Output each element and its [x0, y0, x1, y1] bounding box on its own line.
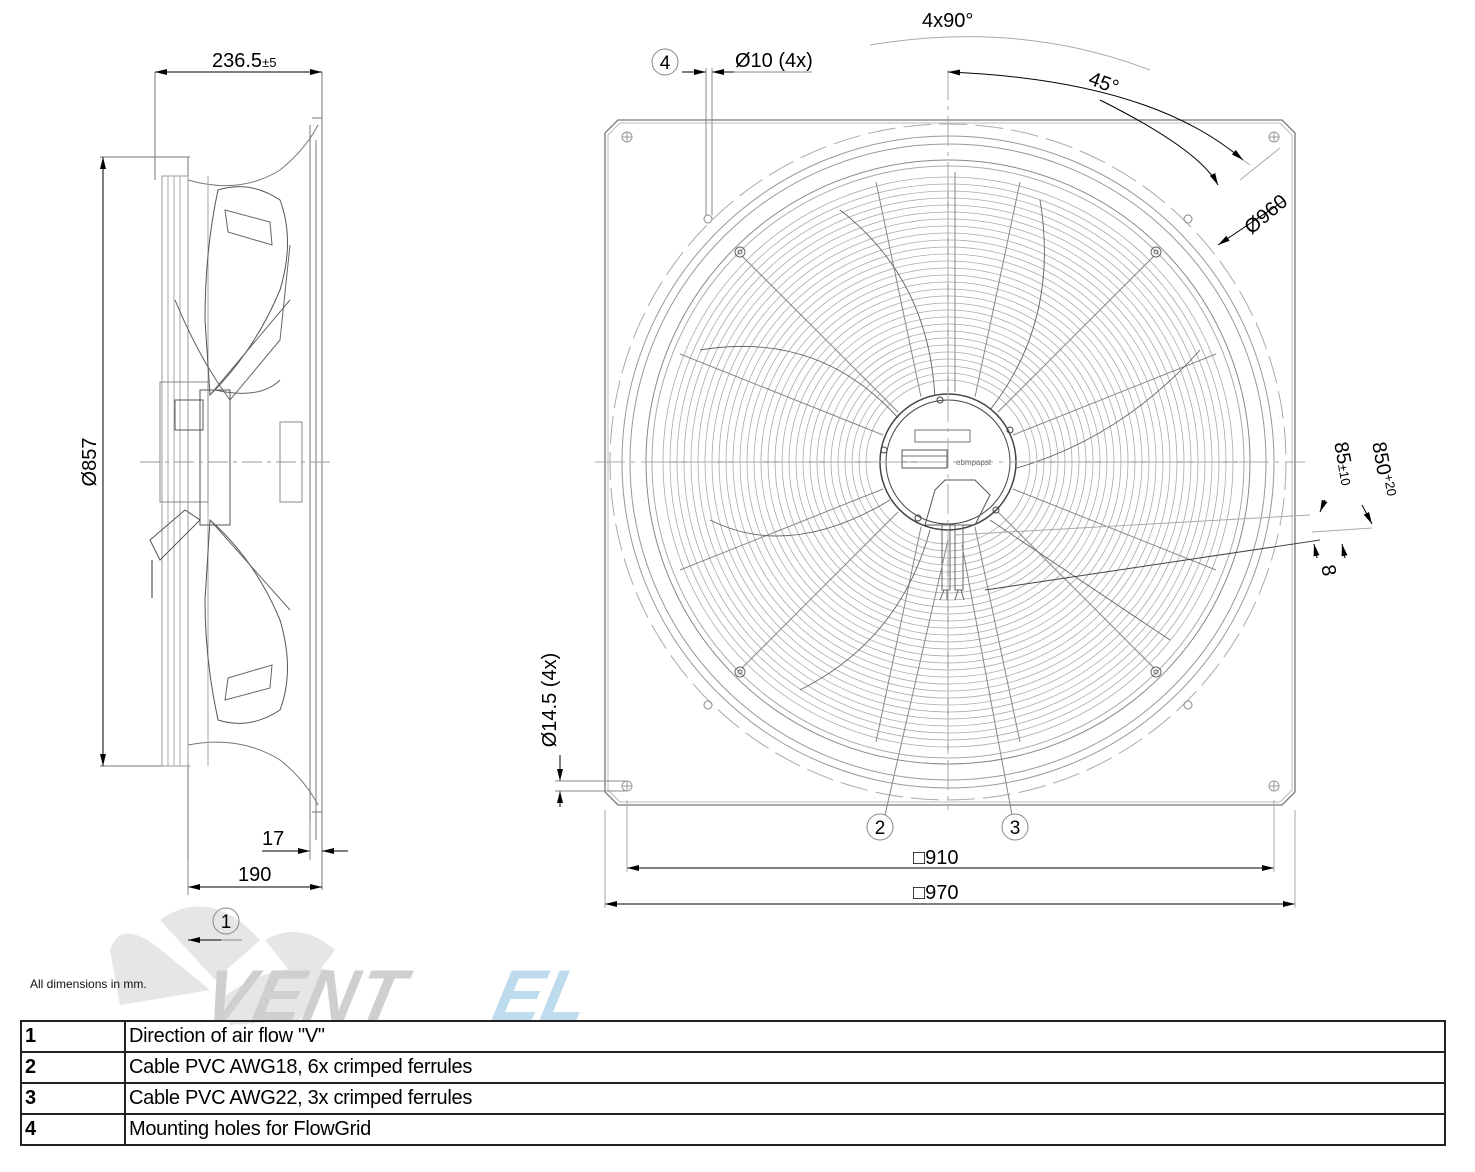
front-dimensions: [555, 36, 1373, 908]
legend-row: 2 Cable PVC AWG18, 6x crimped ferrules: [20, 1051, 1446, 1084]
cables: [939, 524, 965, 601]
legend-description: Cable PVC AWG22, 3x crimped ferrules: [124, 1082, 1446, 1115]
callout-4: 4: [651, 48, 679, 76]
dim-angle-45: 45°: [1086, 68, 1122, 99]
dim-hole-small: Ø10 (4x): [735, 50, 813, 72]
dim-flange: 17: [262, 828, 284, 850]
dim-hole-large: Ø14.5 (4x): [539, 653, 561, 747]
dim-cable-long: 850+20: [1367, 440, 1399, 499]
dim-nozzle-depth: 190: [238, 864, 271, 886]
legend-number: 2: [20, 1051, 126, 1084]
svg-text:4: 4: [660, 53, 671, 74]
legend-row: 1 Direction of air flow "V": [20, 1020, 1446, 1053]
legend-description: Direction of air flow "V": [124, 1020, 1446, 1053]
dim-square-inner: □910: [913, 847, 958, 869]
legend-table: 1 Direction of air flow "V" 2 Cable PVC …: [20, 1020, 1446, 1146]
flowgrid-hole-icons: [703, 214, 1193, 710]
dim-square-outer: □970: [913, 882, 958, 904]
dim-cable-short: 85±10: [1329, 440, 1358, 487]
legend-row: 3 Cable PVC AWG22, 3x crimped ferrules: [20, 1082, 1446, 1115]
dim-overall-depth: 236.5±5: [212, 50, 276, 72]
svg-text:2: 2: [875, 818, 886, 839]
legend-description: Cable PVC AWG18, 6x crimped ferrules: [124, 1051, 1446, 1084]
dim-cable-offset: 8: [1316, 563, 1340, 578]
dim-bolt-circle: Ø960: [1240, 190, 1292, 238]
front-view: ebmpapst: [595, 70, 1305, 810]
units-note: All dimensions in mm.: [30, 977, 147, 991]
legend-number: 1: [20, 1020, 126, 1053]
dim-diameter-857: Ø857: [79, 438, 101, 487]
callout-3: 3: [961, 544, 1029, 841]
legend-row: 4 Mounting holes for FlowGrid: [20, 1113, 1446, 1146]
side-dimensions: [100, 69, 348, 943]
dim-angle-pattern: 4x90°: [922, 10, 973, 32]
side-view: [100, 72, 330, 890]
grille-bolt-icons: [734, 246, 1162, 678]
callout-2: 2: [866, 539, 949, 841]
legend-number: 3: [20, 1082, 126, 1115]
svg-text:3: 3: [1010, 818, 1021, 839]
technical-drawing: 236.5±5 Ø857 190 17 1: [79, 10, 1399, 943]
svg-text:1: 1: [221, 912, 232, 933]
legend-number: 4: [20, 1113, 126, 1146]
corner-hole-icons: [621, 131, 1280, 792]
frame-outline: [604, 119, 1296, 806]
legend-description: Mounting holes for FlowGrid: [124, 1113, 1446, 1146]
callout-1: 1: [212, 907, 240, 935]
